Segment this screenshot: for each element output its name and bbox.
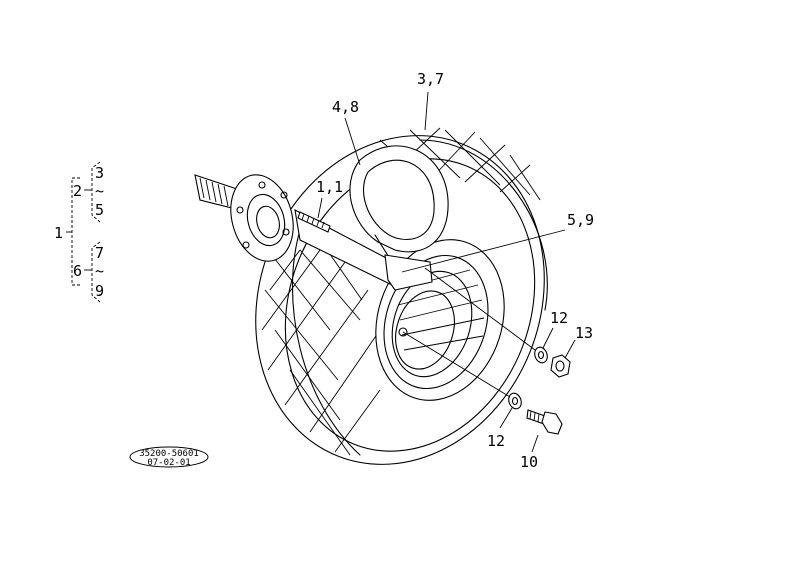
callout-stud: 1,1 (316, 178, 343, 196)
tree-root-label: 1 (54, 224, 63, 242)
tree-group-a-top: 3 (95, 164, 104, 182)
callout-washer-lower: 12 (487, 432, 505, 450)
leader-lines (317, 91, 576, 453)
callout-bolt: 10 (520, 453, 538, 471)
stamp-part-code: 35200-50601 (139, 449, 199, 459)
callout-disc: 5,9 (567, 211, 594, 229)
tree-group-b-label: 6 (73, 262, 82, 280)
callout-washer-upper: 12 (550, 309, 568, 327)
callout-tire-tube: 3,7 (417, 70, 444, 88)
tree-group-b-bottom: 9 (95, 282, 104, 300)
callout-rim-flap: 4,8 (332, 98, 359, 116)
tree-group-b-tilde: ~ (95, 262, 104, 280)
fastener-drawing (508, 346, 571, 435)
tree-group-a-tilde: ~ (95, 182, 104, 200)
hub-drawing (194, 174, 433, 291)
stamp-date-code: 07-02-01 (147, 458, 190, 468)
tree-group-b-top: 7 (95, 244, 104, 262)
callout-nut: 13 (575, 324, 593, 342)
drawing-stamp (129, 446, 209, 468)
assembly-tree (66, 161, 101, 303)
tree-group-a-label: 2 (73, 182, 82, 200)
tree-group-a-bottom: 5 (95, 201, 104, 219)
